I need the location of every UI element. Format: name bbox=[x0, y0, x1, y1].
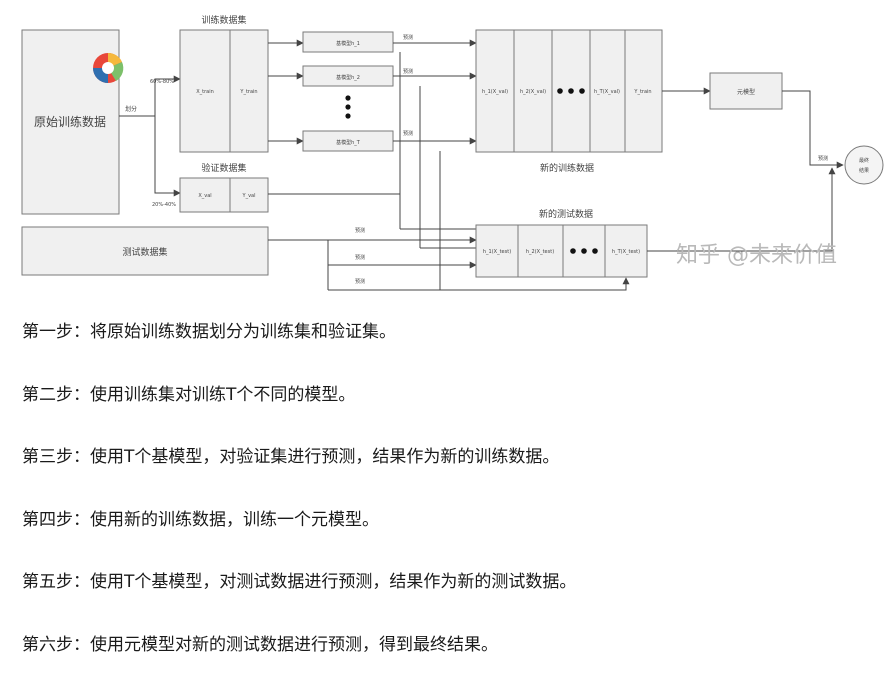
steps-list: 第一步：将原始训练数据划分为训练集和验证集。 第二步：使用训练集对训练T个不同的… bbox=[22, 322, 576, 697]
split-label: 划分 bbox=[125, 105, 137, 113]
test-set-label: 测试数据集 bbox=[122, 246, 167, 258]
step-5: 第五步：使用T个基模型，对测试数据进行预测，结果作为新的测试数据。 bbox=[22, 572, 577, 592]
base-model-1-label: 基模型h_1 bbox=[336, 40, 360, 47]
train-set-title: 训练数据集 bbox=[201, 14, 246, 26]
y-train-box bbox=[229, 29, 269, 153]
watermark: 知乎 @未来价值 bbox=[676, 243, 837, 268]
val-pct: 20%-40% bbox=[152, 202, 176, 208]
final-result-line2: 结果 bbox=[859, 167, 869, 174]
new-train-col-2 bbox=[513, 29, 553, 153]
meta-model-label: 元模型 bbox=[737, 88, 755, 96]
predict-label-test-1: 预测 bbox=[355, 227, 365, 234]
original-data-label: 原始训练数据 bbox=[34, 114, 106, 129]
ellipsis-horizontal-icon bbox=[557, 88, 585, 94]
predict-label-2: 预测 bbox=[403, 68, 413, 75]
pie-chart-icon bbox=[93, 52, 124, 83]
new-train-title: 新的训练数据 bbox=[540, 162, 594, 174]
step-1: 第一步：将原始训练数据划分为训练集和验证集。 bbox=[22, 322, 396, 342]
predict-label-test-2: 预测 bbox=[355, 254, 365, 261]
new-test-col-1-label: h_1(X_test) bbox=[483, 249, 511, 255]
test-set-box bbox=[21, 226, 269, 276]
new-test-col-2 bbox=[517, 224, 564, 278]
val-set-title: 验证数据集 bbox=[201, 162, 246, 174]
stacking-diagram: 原始训练数据 划分 60%-80% 20%-40% 训练数据集 X_train … bbox=[21, 14, 884, 291]
x-train-box bbox=[179, 29, 231, 153]
predict-label-test-3: 预测 bbox=[355, 278, 365, 285]
new-train-col-2-label: h_2(X_val) bbox=[520, 89, 546, 95]
new-train-col-1-label: h_1(X_val) bbox=[482, 89, 508, 95]
step-4: 第四步：使用新的训练数据，训练一个元模型。 bbox=[22, 509, 379, 530]
x-train-label: X_train bbox=[196, 89, 214, 95]
new-test-col-1 bbox=[475, 224, 519, 278]
step-6: 第六步：使用元模型对新的测试数据进行预测，得到最终结果。 bbox=[22, 634, 498, 655]
y-val-box bbox=[229, 177, 269, 213]
y-train-label: Y_train bbox=[239, 89, 257, 95]
predict-label-3: 预测 bbox=[403, 130, 413, 137]
ellipsis-vertical-icon bbox=[345, 95, 351, 119]
new-train-col-t bbox=[589, 29, 626, 153]
new-test-col-t-label: h_T(X_test) bbox=[612, 249, 640, 255]
new-train-col-y bbox=[624, 29, 663, 153]
new-train-col-1 bbox=[475, 29, 515, 153]
new-train-col-t-label: h_T(X_val) bbox=[594, 89, 620, 95]
y-val-label: Y_val bbox=[242, 193, 256, 199]
new-test-col-2-label: h_2(X_test) bbox=[526, 249, 554, 255]
step-2: 第二步：使用训练集对训练T个不同的模型。 bbox=[22, 384, 356, 405]
new-test-title: 新的测试数据 bbox=[539, 208, 593, 220]
predict-label-1: 预测 bbox=[403, 34, 413, 41]
final-result-circle bbox=[844, 145, 884, 185]
base-model-2-label: 基模型h_2 bbox=[336, 74, 360, 81]
predict-label-meta: 预测 bbox=[818, 155, 828, 162]
step-3: 第三步：使用T个基模型，对验证集进行预测，结果作为新的训练数据。 bbox=[22, 447, 560, 467]
final-result-line1: 最终 bbox=[859, 157, 869, 164]
x-val-label: X_val bbox=[198, 193, 211, 199]
new-test-col-t bbox=[604, 224, 648, 278]
base-model-t-label: 基模型h_T bbox=[336, 139, 361, 146]
new-train-col-y-label: Y_train bbox=[633, 89, 651, 95]
ellipsis-horizontal-icon bbox=[570, 248, 598, 254]
base-model-1-box bbox=[302, 31, 394, 53]
train-pct: 60%-80% bbox=[150, 79, 174, 85]
